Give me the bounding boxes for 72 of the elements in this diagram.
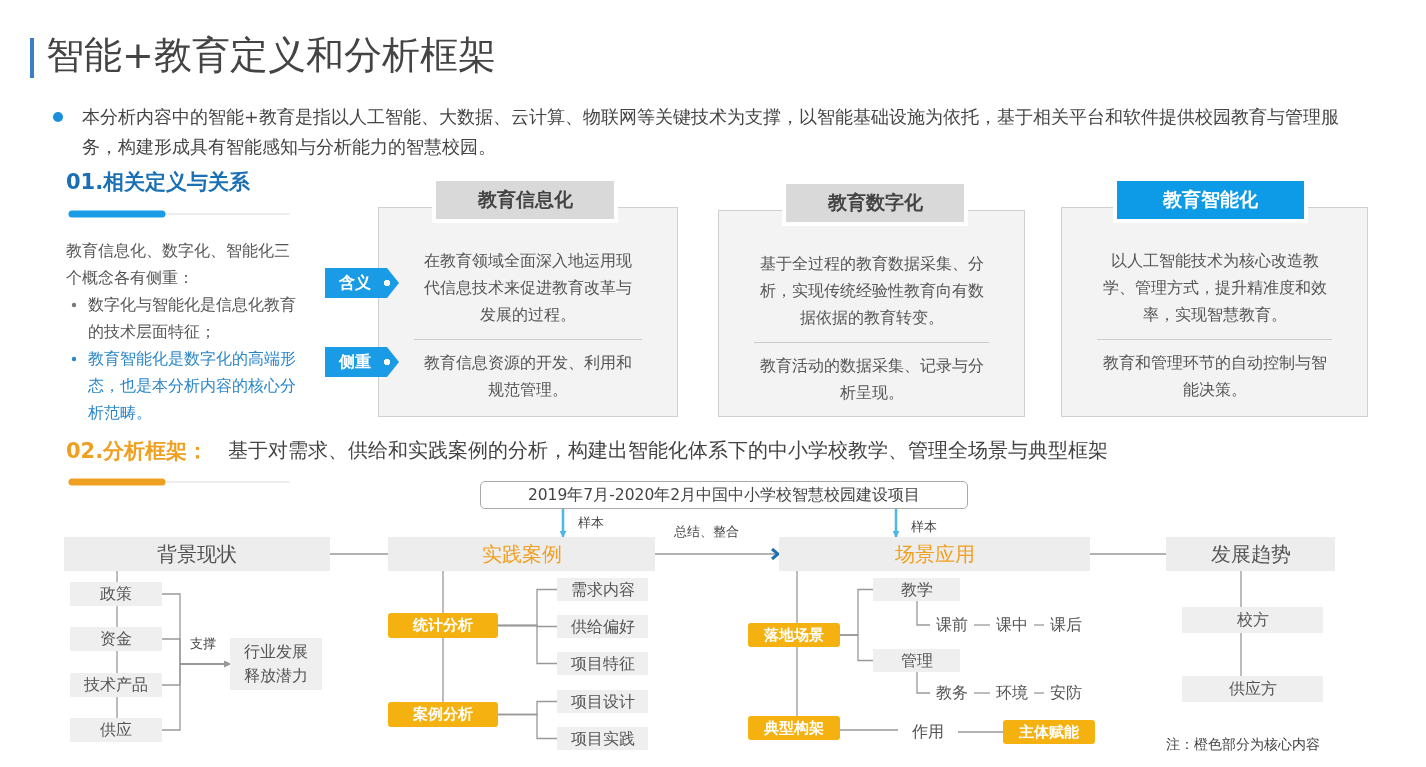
arrow — [892, 509, 900, 538]
body-text: 教育信息化、数字化、智能化三个概念各有侧重： — [66, 240, 291, 289]
edge-label: 支撑 — [188, 635, 218, 653]
section-subtitle: 基于对需求、供给和实践案例的分析，构建出智能化体系下的中小学校教学、管理全场景与典型框架 — [228, 437, 1109, 464]
stage-box: 发展趋势 — [1166, 537, 1335, 571]
connector-line — [497, 713, 558, 740]
edge-label: 样本 — [576, 514, 606, 532]
connector-line — [916, 600, 931, 626]
arrow — [161, 660, 231, 731]
bullet-text: 数字化与智能化是信息化教育的技术层面特征； — [88, 294, 297, 343]
item-box: 供应 — [70, 718, 162, 742]
item-box: 管理 — [873, 649, 960, 672]
item-box: 技术产品 — [70, 673, 162, 697]
stage-box: 场景应用 — [779, 537, 1090, 571]
connector-line — [973, 624, 991, 626]
connector-line — [1089, 553, 1167, 555]
connector-line — [329, 553, 389, 555]
connector-line — [973, 692, 991, 694]
connector-line — [116, 696, 118, 719]
connector-line — [1240, 632, 1242, 677]
connector-line — [497, 624, 558, 665]
item-box: 项目设计 — [557, 690, 648, 713]
connector-line — [116, 650, 118, 674]
core-box: 案例分析 — [388, 702, 498, 727]
connector-line — [796, 646, 798, 717]
item-box: 项目实践 — [557, 727, 648, 750]
connector-line — [442, 637, 444, 703]
connector-line — [442, 570, 444, 614]
connector-line — [116, 570, 118, 583]
item-box: 行业发展释放潜力 — [230, 638, 322, 690]
connector-line — [916, 671, 931, 694]
connector-line — [1240, 570, 1242, 608]
section-heading: 02.分析框架： — [66, 438, 210, 465]
core-box: 典型构架 — [748, 716, 840, 740]
focus-text: 教育活动的数据采集、记录与分析呈现。 — [758, 355, 985, 404]
item-box: 需求内容 — [557, 578, 648, 601]
core-box: 主体赋能 — [1003, 720, 1095, 744]
connector-line — [839, 729, 899, 731]
stage-box: 背景现状 — [64, 537, 330, 571]
item-box: 供给偏好 — [557, 615, 648, 638]
focus-text: 教育和管理环节的自动控制与智能决策。 — [1101, 352, 1328, 401]
connector-line — [116, 605, 118, 628]
item-box: 供应方 — [1182, 676, 1323, 702]
note-text: 注：橙色部分为核心内容 — [1166, 736, 1321, 754]
arrow — [654, 547, 780, 561]
core-box: 落地场景 — [748, 623, 840, 647]
item-box: 政策 — [70, 582, 162, 606]
edge-label: 总结、整合 — [672, 523, 741, 541]
focus-text: 教育信息资源的开发、利用和规范管理。 — [423, 352, 633, 401]
item-box: 校方 — [1182, 607, 1323, 633]
project-box: 2019年7月-2020年2月中国中小学校智慧校园建设项目 — [480, 481, 968, 509]
definition-text: 以人工智能技术为核心改造教学、管理方式，提升精准度和效率，实现智慧教育。 — [1101, 250, 1328, 326]
bullet-text: 教育智能化是数字化的高端形态，也是本分析内容的核心分析范畴。 — [88, 348, 297, 424]
tag-label: 侧重 — [325, 347, 399, 377]
section-heading: 01.相关定义与关系 — [66, 169, 252, 196]
core-box: 统计分析 — [388, 613, 498, 638]
intro-text: 本分析内容中的智能+教育是指以人工智能、大数据、云计算、物联网等关键技术为支撑，以智能基础设施为依托，基于相关平台和软件提供校园教育与管理服务，构建形成具有智能感知与分析能力的智慧校园。 — [82, 106, 1340, 159]
definition-text: 基于全过程的教育数据采集、分析，实现传统经验性教育向有数据依据的教育转变。 — [758, 253, 985, 329]
stage-box: 实践案例 — [388, 537, 655, 571]
connector-line — [796, 570, 798, 624]
item-box: 项目特征 — [557, 652, 648, 675]
edge-label: 样本 — [909, 518, 939, 536]
title: 智能+教育定义和分析框架 — [46, 32, 496, 79]
item-box: 教学 — [873, 578, 960, 601]
arrow — [559, 509, 567, 538]
tag-label: 含义 — [325, 268, 399, 298]
connector-line — [1033, 692, 1045, 694]
connector-line — [839, 634, 874, 662]
connector-line — [1033, 624, 1045, 626]
connector-line — [957, 731, 1004, 733]
definition-text: 在教育领域全面深入地运用现代信息技术来促进教育改革与发展的过程。 — [423, 250, 633, 326]
item-box: 资金 — [70, 627, 162, 651]
